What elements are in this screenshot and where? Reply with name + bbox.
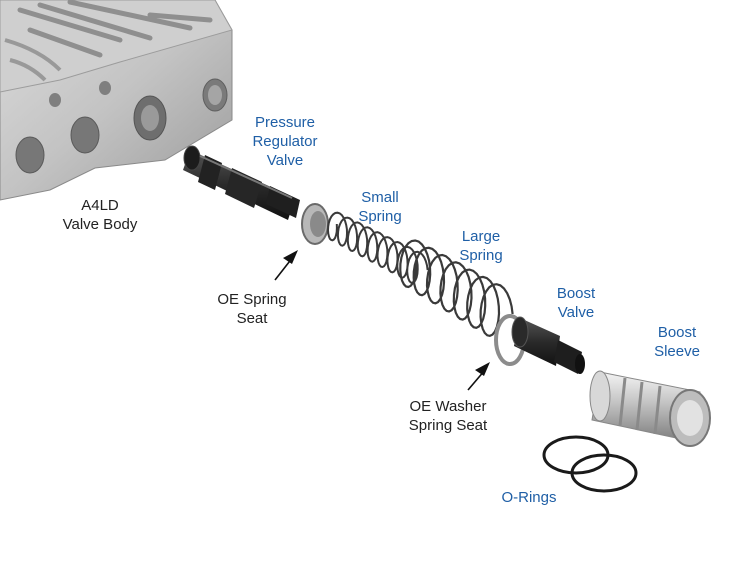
label-small-spring: Small Spring xyxy=(358,189,402,225)
o-ring xyxy=(542,435,638,493)
label-a4ld-valve-body: A4LD Valve Body xyxy=(62,197,138,233)
label-oe-spring-seat: OE Spring Seat xyxy=(217,291,287,327)
small-spring xyxy=(326,211,429,285)
label-oe-washer-spring-seat: OE Washer Spring Seat xyxy=(408,398,488,434)
label-o-rings: O-Rings xyxy=(501,489,557,506)
spring-seat xyxy=(301,203,329,245)
boost-sleeve xyxy=(589,370,711,447)
label-large-spring: Large Spring xyxy=(459,228,503,264)
label-boost-valve: Boost Valve xyxy=(556,285,596,321)
valve-body-casting xyxy=(0,0,233,201)
arrow xyxy=(274,250,490,391)
label-pressure-regulator-valve: Pressure Regulator Valve xyxy=(252,114,318,169)
label-boost-sleeve: Boost Sleeve xyxy=(654,324,700,360)
boost-valve xyxy=(511,316,585,374)
pressure-regulator-valve xyxy=(183,145,300,220)
large-spring xyxy=(399,239,514,338)
